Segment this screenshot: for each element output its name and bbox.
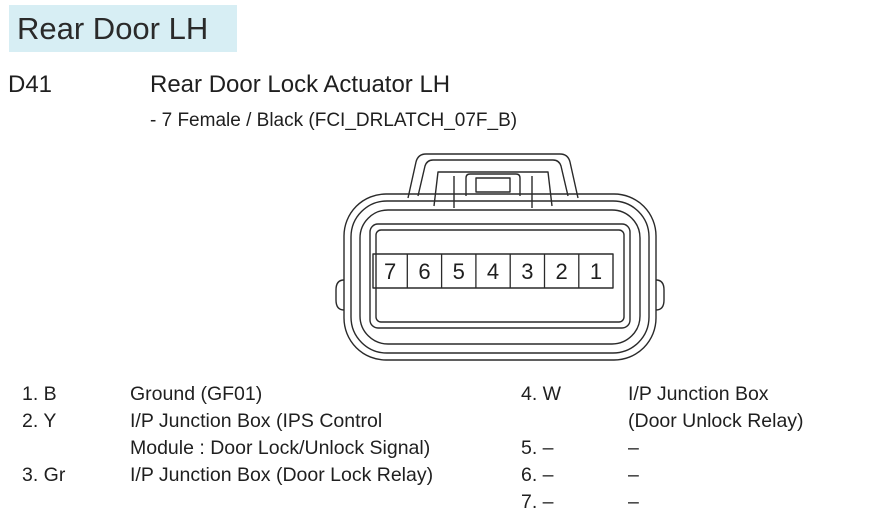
housing-shoulder-left <box>335 279 345 311</box>
connector-code: D41 <box>8 71 53 98</box>
pin-description: – <box>628 437 639 459</box>
pin-number: 1. B <box>22 383 57 405</box>
pin-description: – <box>628 464 639 486</box>
latch-mid <box>417 159 569 197</box>
housing-mid <box>350 200 650 354</box>
pin-description: I/P Junction Box (Door Lock Relay) <box>130 464 434 486</box>
latch-tab <box>465 173 521 196</box>
section-title: Rear Door LH <box>17 11 209 46</box>
pin-description: Ground (GF01) <box>130 383 263 405</box>
pin-number: 6. – <box>521 464 554 486</box>
pin-description: – <box>628 491 639 513</box>
pin-number: 5. – <box>521 437 554 459</box>
pin-number-label: 3 <box>521 259 533 284</box>
pin-description: I/P Junction Box (IPS Control <box>130 410 383 432</box>
housing-inner <box>359 209 641 345</box>
housing-shoulder-right <box>655 279 665 311</box>
pin-number: 4. W <box>521 383 562 405</box>
pin-number-label: 6 <box>418 259 430 284</box>
pin-number-label: 4 <box>487 259 499 284</box>
pin-number: 7. – <box>521 491 554 513</box>
latch-window <box>475 177 511 193</box>
latch-outer <box>407 153 579 199</box>
pin-description: (Door Unlock Relay) <box>628 410 804 432</box>
pin-description: Module : Door Lock/Unlock Signal) <box>130 437 431 459</box>
pin-number: 3. Gr <box>22 464 66 486</box>
pin-number-label: 2 <box>556 259 568 284</box>
pin-number-label: 1 <box>590 259 602 284</box>
latch-inner <box>433 171 553 207</box>
connector-spec: - 7 Female / Black (FCI_DRLATCH_07F_B) <box>150 110 518 131</box>
pin-cavity <box>369 223 631 329</box>
pin-description: I/P Junction Box <box>628 383 769 405</box>
pin-number: 2. Y <box>22 410 57 432</box>
pin-block <box>372 253 614 289</box>
pin-number-label: 7 <box>384 259 396 284</box>
section-tab: Rear Door LH <box>9 5 237 52</box>
connector-name: Rear Door Lock Actuator LH <box>150 71 451 98</box>
housing-outer <box>343 193 657 361</box>
pin-number-label: 5 <box>453 259 465 284</box>
pin-cavity-inner <box>375 229 625 323</box>
